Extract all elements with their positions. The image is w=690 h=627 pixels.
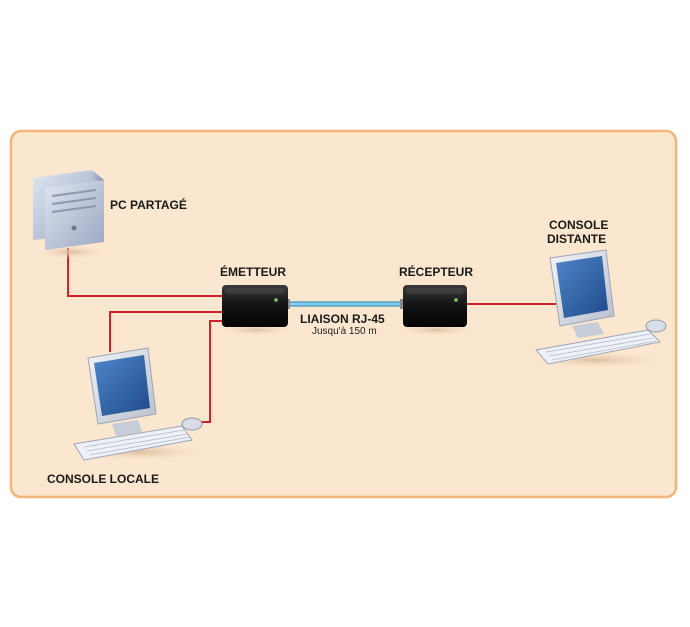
label-recepteur: RÉCEPTEUR — [399, 265, 474, 279]
label-pc-partage: PC PARTAGÉ — [110, 198, 187, 212]
cable-local-keyboard — [198, 320, 222, 423]
label-console-locale: CONSOLE LOCALE — [47, 472, 160, 486]
cable-local-monitor — [109, 311, 222, 352]
transmitter-box-icon — [214, 285, 298, 336]
diagram-panel — [9, 129, 678, 499]
label-emetteur: ÉMETTEUR — [220, 265, 286, 279]
label-console-distante-line1: CONSOLE — [549, 218, 609, 232]
label-distance: Jusqu'à 150 m — [312, 326, 377, 337]
cable-pc-to-emetteur — [67, 248, 222, 297]
receiver-box-icon — [394, 285, 478, 336]
remote-console-icon — [526, 249, 667, 369]
label-liaison-rj45: LIAISON RJ-45 — [300, 312, 385, 326]
red-cables — [67, 248, 556, 423]
local-console-icon — [68, 347, 212, 461]
pc-tower-icon — [32, 170, 112, 259]
label-console-distante-line2: DISTANTE — [547, 232, 607, 246]
